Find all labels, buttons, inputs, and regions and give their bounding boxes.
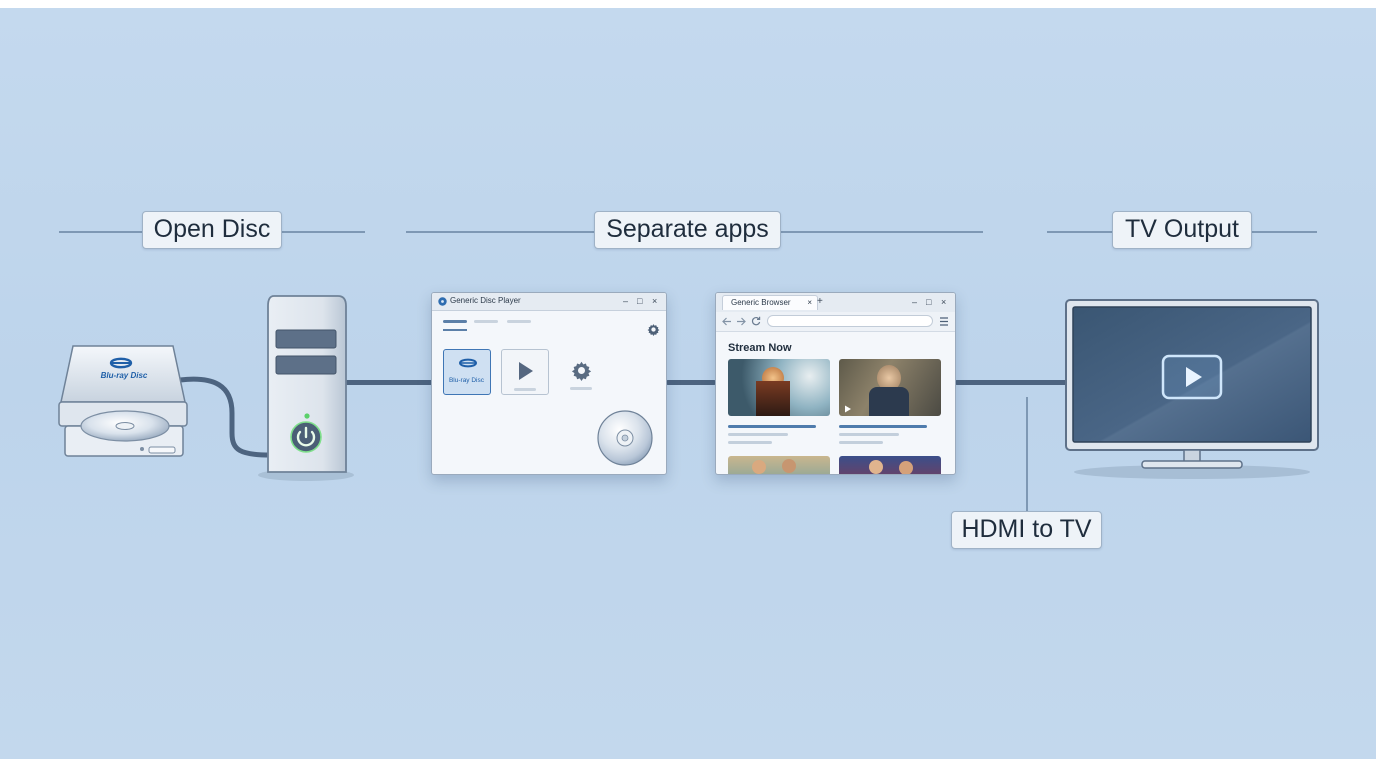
back-icon[interactable] — [722, 317, 732, 326]
thumbnail-figure — [869, 460, 883, 474]
disc-icon — [597, 410, 653, 466]
app-logo-icon — [438, 297, 447, 306]
disc-player-title: Generic Disc Player — [450, 296, 521, 305]
video-title-bar — [839, 425, 927, 428]
drive-logo-text: Blu-ray Disc — [100, 371, 148, 380]
tv-output-label: TV Output — [1112, 211, 1252, 249]
thumbnail-figure — [877, 365, 901, 391]
maximize-button[interactable]: □ — [926, 297, 932, 307]
reload-icon[interactable] — [751, 316, 761, 326]
video-title-bar — [728, 425, 816, 428]
player-tab-active[interactable] — [443, 320, 467, 323]
disc-player-titlebar[interactable]: Generic Disc Player – □ × — [432, 293, 666, 311]
stream-now-heading: Stream Now — [728, 342, 792, 354]
thumbnail-figure-body — [756, 381, 790, 416]
video-meta-bar — [839, 441, 883, 444]
play-icon — [845, 405, 851, 413]
drive-to-pc-cable — [177, 376, 273, 458]
browser-titlebar[interactable]: Generic Browser × + – □ × — [716, 293, 955, 313]
hdmi-leader-line — [1026, 397, 1028, 513]
browser-to-tv-cable — [955, 380, 1068, 385]
diagram-canvas: Open Disc Separate apps TV Output HDMI t… — [0, 8, 1376, 759]
browser-toolbar — [716, 312, 955, 332]
settings-gear-icon[interactable] — [647, 323, 660, 336]
video-meta-bar — [728, 441, 772, 444]
play-caption-bar — [514, 388, 536, 391]
player-tab-2[interactable] — [474, 320, 498, 323]
video-thumbnail[interactable] — [839, 359, 941, 416]
open-disc-label: Open Disc — [142, 211, 282, 249]
tab-underline — [443, 329, 467, 331]
hdmi-label: HDMI to TV — [951, 511, 1102, 549]
video-thumbnail[interactable] — [728, 456, 830, 474]
browser-tab-close[interactable]: × — [807, 298, 812, 307]
blu-ray-drive — [58, 345, 188, 457]
disc-player-window[interactable]: Generic Disc Player – □ × Blu-ray Disc — [431, 292, 667, 475]
minimize-button[interactable]: – — [912, 297, 918, 307]
blu-ray-logo-icon — [109, 357, 133, 369]
minimize-button[interactable]: – — [623, 296, 629, 306]
maximize-button[interactable]: □ — [637, 296, 643, 306]
video-meta-bar — [728, 433, 788, 436]
player-tab-3[interactable] — [507, 320, 531, 323]
play-button[interactable] — [501, 349, 549, 395]
video-thumbnail[interactable] — [728, 359, 830, 416]
separate-apps-label: Separate apps — [594, 211, 781, 249]
play-icon — [519, 362, 533, 380]
blu-ray-disc-label: Blu-ray Disc — [448, 377, 485, 384]
blu-ray-disc-button[interactable]: Blu-ray Disc — [443, 349, 491, 395]
thumbnail-figure — [899, 461, 913, 474]
thumbnail-figure — [782, 459, 796, 473]
new-tab-button[interactable]: + — [817, 296, 823, 307]
browser-tab-label: Generic Browser — [731, 298, 791, 307]
close-button[interactable]: × — [941, 297, 947, 307]
player-to-browser-cable — [666, 380, 716, 385]
close-button[interactable]: × — [652, 296, 658, 306]
play-icon — [1161, 354, 1223, 400]
forward-icon[interactable] — [736, 317, 746, 326]
video-meta-bar — [839, 433, 899, 436]
browser-tab[interactable]: Generic Browser × — [722, 295, 818, 310]
pc-tower — [258, 295, 354, 481]
menu-icon[interactable] — [939, 317, 949, 326]
blu-ray-logo-icon — [459, 358, 477, 368]
gear-icon[interactable] — [571, 360, 592, 381]
address-bar[interactable] — [767, 315, 933, 327]
power-icon — [290, 421, 322, 453]
video-thumbnail[interactable] — [839, 456, 941, 474]
gear-caption-bar — [570, 387, 592, 390]
browser-window[interactable]: Generic Browser × + – □ × Stream N — [715, 292, 956, 475]
thumbnail-figure-body — [869, 387, 909, 416]
thumbnail-figure — [752, 460, 766, 474]
pc-to-player-cable — [344, 380, 434, 385]
